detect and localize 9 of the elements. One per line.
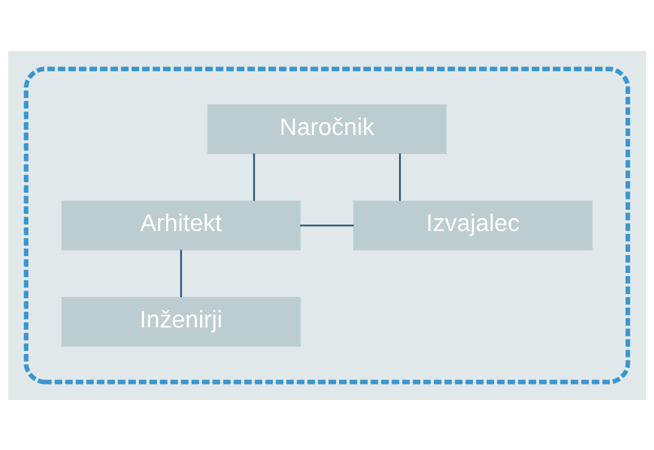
node-box: Izvajalec: [353, 200, 593, 250]
node-box: Arhitekt: [61, 200, 301, 250]
connector: [180, 249, 182, 297]
connector: [300, 224, 354, 226]
connector: [399, 153, 401, 200]
cluster: [24, 66, 630, 384]
node-box: Inženirji: [61, 296, 301, 346]
connector: [253, 153, 255, 200]
node-box: Naročnik: [207, 104, 447, 154]
